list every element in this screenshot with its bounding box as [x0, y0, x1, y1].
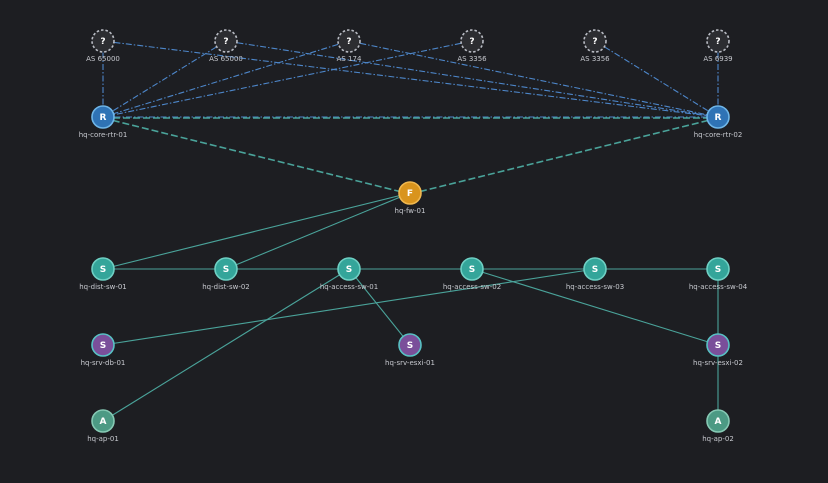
external-node-circle[interactable]	[706, 29, 730, 53]
link-ext5-rtr2	[594, 40, 719, 118]
node-hq-srv-esxi-02[interactable]: Shq-srv-esxi-02	[693, 333, 743, 367]
node-label: hq-ap-01	[87, 435, 119, 443]
link-ext3-rtr1	[102, 40, 350, 118]
link-acc1-esxi1	[348, 268, 411, 346]
external-node-circle[interactable]	[583, 29, 607, 53]
node-glyph: S	[223, 265, 229, 275]
node-label: hq-srv-esxi-01	[385, 359, 435, 367]
external-node-circle[interactable]	[91, 29, 115, 53]
node-glyph: S	[469, 265, 475, 275]
switch-node-circle[interactable]	[706, 257, 730, 281]
node-glyph: ?	[223, 37, 228, 47]
node-glyph: ?	[469, 37, 474, 47]
node-hq-access-sw-03[interactable]: Shq-access-sw-03	[566, 257, 624, 291]
nodes-layer: ? AS 65000? AS 65000? AS 174? AS 3356? AS 335…	[79, 29, 748, 443]
node-glyph: S	[100, 265, 106, 275]
node-hq-srv-db-01[interactable]: Shq-srv-db-01	[81, 333, 126, 367]
node-glyph: F	[407, 189, 413, 199]
node-hq-dist-sw-01[interactable]: Shq-dist-sw-01	[79, 257, 127, 291]
node-glyph: ?	[346, 37, 351, 47]
node-hq-core-rtr-02[interactable]: Rhq-core-rtr-02	[694, 105, 743, 139]
node-glyph: S	[715, 265, 721, 275]
node-as-65000[interactable]: ? AS 65000	[86, 29, 120, 63]
node-label: hq-access-sw-01	[320, 283, 378, 291]
node-label: AS 3356	[457, 55, 487, 63]
node-label: hq-access-sw-02	[443, 283, 501, 291]
node-hq-access-sw-04[interactable]: Shq-access-sw-04	[689, 257, 748, 291]
node-hq-fw-01[interactable]: Fhq-fw-01	[395, 181, 426, 215]
node-hq-srv-esxi-01[interactable]: Shq-srv-esxi-01	[385, 333, 435, 367]
node-label: AS 65000	[86, 55, 120, 63]
node-label: hq-core-rtr-02	[694, 131, 743, 139]
server-node-circle[interactable]	[398, 333, 422, 357]
external-node-circle[interactable]	[214, 29, 238, 53]
node-label: hq-fw-01	[395, 207, 426, 215]
node-hq-ap-02[interactable]: Ahq-ap-02	[702, 409, 734, 443]
link-acc1-ap1	[102, 268, 350, 422]
node-label: hq-dist-sw-02	[202, 283, 250, 291]
node-hq-access-sw-01[interactable]: Shq-access-sw-01	[320, 257, 378, 291]
node-glyph: R	[715, 113, 722, 123]
node-glyph: ?	[715, 37, 720, 47]
node-glyph: S	[100, 341, 106, 351]
firewall-node-circle[interactable]	[398, 181, 422, 205]
switch-node-circle[interactable]	[214, 257, 238, 281]
node-as-6939[interactable]: ? AS 6939	[703, 29, 733, 63]
node-hq-ap-01[interactable]: Ahq-ap-01	[87, 409, 119, 443]
external-node-circle[interactable]	[460, 29, 484, 53]
router-node-circle[interactable]	[91, 105, 115, 129]
node-label: hq-core-rtr-01	[79, 131, 128, 139]
node-hq-core-rtr-01[interactable]: Rhq-core-rtr-01	[79, 105, 128, 139]
node-as-3356[interactable]: ? AS 3356	[580, 29, 610, 63]
node-label: AS 65000	[209, 55, 243, 63]
node-as-174[interactable]: ? AS 174	[337, 29, 362, 63]
node-as-3356[interactable]: ? AS 3356	[457, 29, 487, 63]
node-label: hq-ap-02	[702, 435, 734, 443]
node-as-65000[interactable]: ? AS 65000	[209, 29, 243, 63]
switch-node-circle[interactable]	[337, 257, 361, 281]
link-ext2-rtr1	[102, 40, 227, 118]
node-hq-dist-sw-02[interactable]: Shq-dist-sw-02	[202, 257, 250, 291]
node-glyph: S	[346, 265, 352, 275]
node-glyph: R	[100, 113, 107, 123]
ap-node-circle[interactable]	[91, 409, 115, 433]
switch-node-circle[interactable]	[460, 257, 484, 281]
node-label: AS 3356	[580, 55, 610, 63]
server-node-circle[interactable]	[91, 333, 115, 357]
external-node-circle[interactable]	[337, 29, 361, 53]
router-node-circle[interactable]	[706, 105, 730, 129]
node-label: AS 174	[337, 55, 362, 63]
node-label: AS 6939	[703, 55, 732, 63]
node-glyph: S	[715, 341, 721, 351]
server-node-circle[interactable]	[706, 333, 730, 357]
node-label: hq-dist-sw-01	[79, 283, 127, 291]
node-glyph: ?	[592, 37, 597, 47]
switch-node-circle[interactable]	[91, 257, 115, 281]
node-glyph: ?	[100, 37, 105, 47]
ap-node-circle[interactable]	[706, 409, 730, 433]
node-label: hq-srv-db-01	[81, 359, 126, 367]
node-hq-access-sw-02[interactable]: Shq-access-sw-02	[443, 257, 501, 291]
node-glyph: A	[715, 417, 722, 427]
link-fw1-dist1	[102, 192, 411, 270]
link-ext4-rtr1	[102, 40, 473, 118]
link-rtr2-fw1	[409, 117, 719, 195]
link-acc2-esxi2	[471, 268, 719, 346]
node-label: hq-access-sw-03	[566, 283, 624, 291]
node-glyph: S	[407, 341, 413, 351]
node-glyph: S	[592, 265, 598, 275]
link-fw1-dist2	[225, 192, 411, 270]
links-layer	[102, 40, 719, 422]
node-glyph: A	[100, 417, 107, 427]
node-label: hq-access-sw-04	[689, 283, 748, 291]
switch-node-circle[interactable]	[583, 257, 607, 281]
link-rtr1-fw1	[102, 117, 411, 195]
node-label: hq-srv-esxi-02	[693, 359, 743, 367]
